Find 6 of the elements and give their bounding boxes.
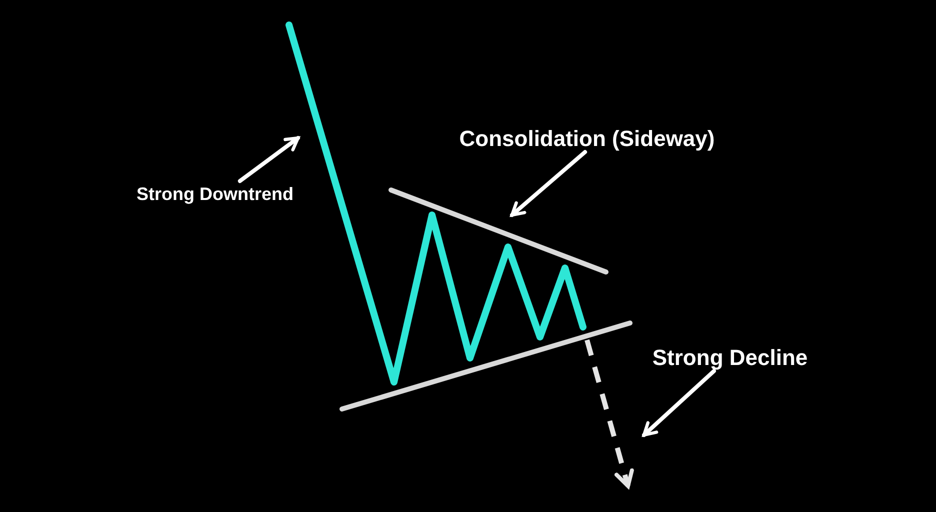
arrow — [510, 150, 588, 217]
arrow — [642, 369, 716, 437]
annotation-label: Consolidation (Sideway) — [459, 124, 715, 153]
annotation-label: Strong Downtrend — [136, 182, 294, 206]
annotation-label: Strong Decline — [652, 344, 808, 372]
arrow — [238, 136, 300, 183]
